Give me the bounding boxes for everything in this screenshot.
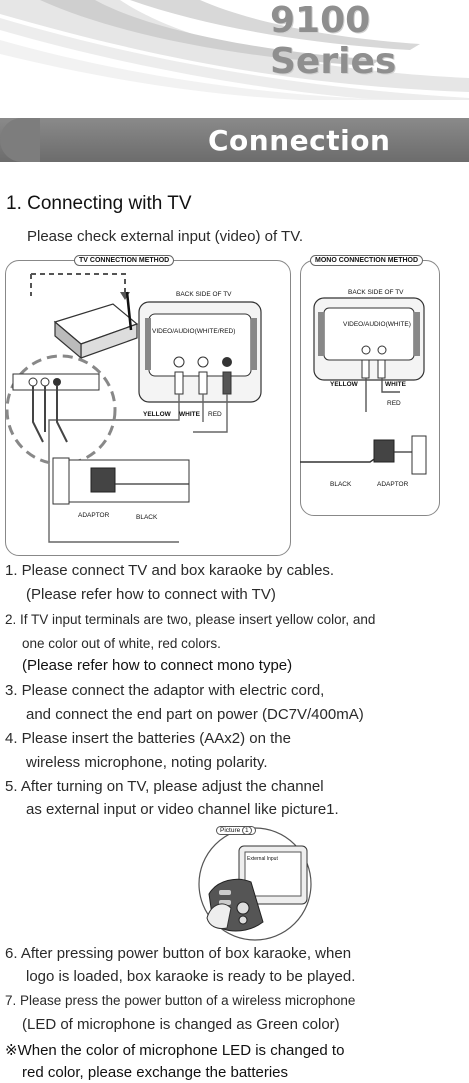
step4-line1: 4. Please insert the batteries (AAx2) on… [5, 730, 291, 747]
picture1-label-text: Picture [220, 827, 241, 834]
step2-line2: one color out of white, red colors. [22, 636, 221, 651]
step1-line2: (Please refer how to connect with TV) [26, 586, 276, 603]
step6-line1: 6. After pressing power button of box ka… [5, 945, 352, 962]
section-bar-cap [0, 118, 40, 162]
header-swoosh-graphic [0, 0, 469, 100]
mono-yellow-label: YELLOW [330, 381, 358, 388]
tv-back-side-label: BACK SIDE OF TV [176, 291, 232, 298]
step2-line1: 2. If TV input terminals are two, please… [5, 612, 376, 627]
step7-line2: (LED of microphone is changed as Green c… [22, 1016, 340, 1033]
step1-line1: 1. Please connect TV and box karaoke by … [5, 562, 335, 579]
step6-line2: logo is loaded, box karaoke is ready to … [26, 968, 356, 985]
step2-line3: (Please refer how to connect mono type) [22, 657, 293, 674]
picture1-illustration [198, 827, 312, 941]
mono-jacks-label: VIDEO/AUDIO(WHITE) [343, 321, 411, 328]
step3-line1: 3. Please connect the adaptor with elect… [5, 682, 325, 699]
mono-black-label: BLACK [330, 481, 352, 488]
step5-line1: 5. After turning on TV, please adjust th… [5, 778, 324, 795]
tv-connection-illustration [5, 273, 262, 543]
mono-white-label: WHITE [385, 381, 406, 388]
note-line1: ※When the color of microphone LED is cha… [5, 1042, 345, 1059]
tv-red-label: RED [208, 411, 222, 418]
section-bar [0, 118, 469, 162]
mono-back-side-label: BACK SIDE OF TV [348, 289, 404, 296]
mono-connection-illustration [300, 297, 427, 475]
tv-adaptor-label: ADAPTOR [78, 512, 110, 519]
tv-white-label: WHITE [179, 411, 200, 418]
tv-black-label: BLACK [136, 514, 158, 521]
mono-adaptor-label: ADAPTOR [377, 481, 409, 488]
note-line2: red color, please exchange the batteries [22, 1064, 289, 1081]
mono-connection-label: MONO CONNECTION METHOD [310, 255, 424, 266]
step3-line2: and connect the end part on power (DC7V/… [26, 706, 364, 723]
picture1-number: 1 [242, 826, 252, 835]
series-title: 9100 Series [270, 0, 397, 82]
step7-line1: 7. Please press the power button of a wi… [5, 993, 356, 1008]
section1-intro: Please check external input (video) of T… [27, 228, 303, 245]
section-title: Connection method [208, 124, 391, 190]
tv-connection-label: TV CONNECTION METHOD [74, 255, 175, 266]
tv-jacks-label: VIDEO/AUDIO(WHITE/RED) [152, 328, 236, 335]
mono-red-label: RED [387, 400, 401, 407]
tv-yellow-label: YELLOW [143, 411, 171, 418]
picture1-screen-text: External Input [247, 856, 278, 862]
step4-line2: wireless microphone, noting polarity. [26, 754, 268, 771]
step5-line2: as external input or video channel like … [26, 801, 339, 818]
picture1-label: Picture 1 [216, 826, 256, 835]
section1-heading: 1. Connecting with TV [6, 193, 192, 214]
